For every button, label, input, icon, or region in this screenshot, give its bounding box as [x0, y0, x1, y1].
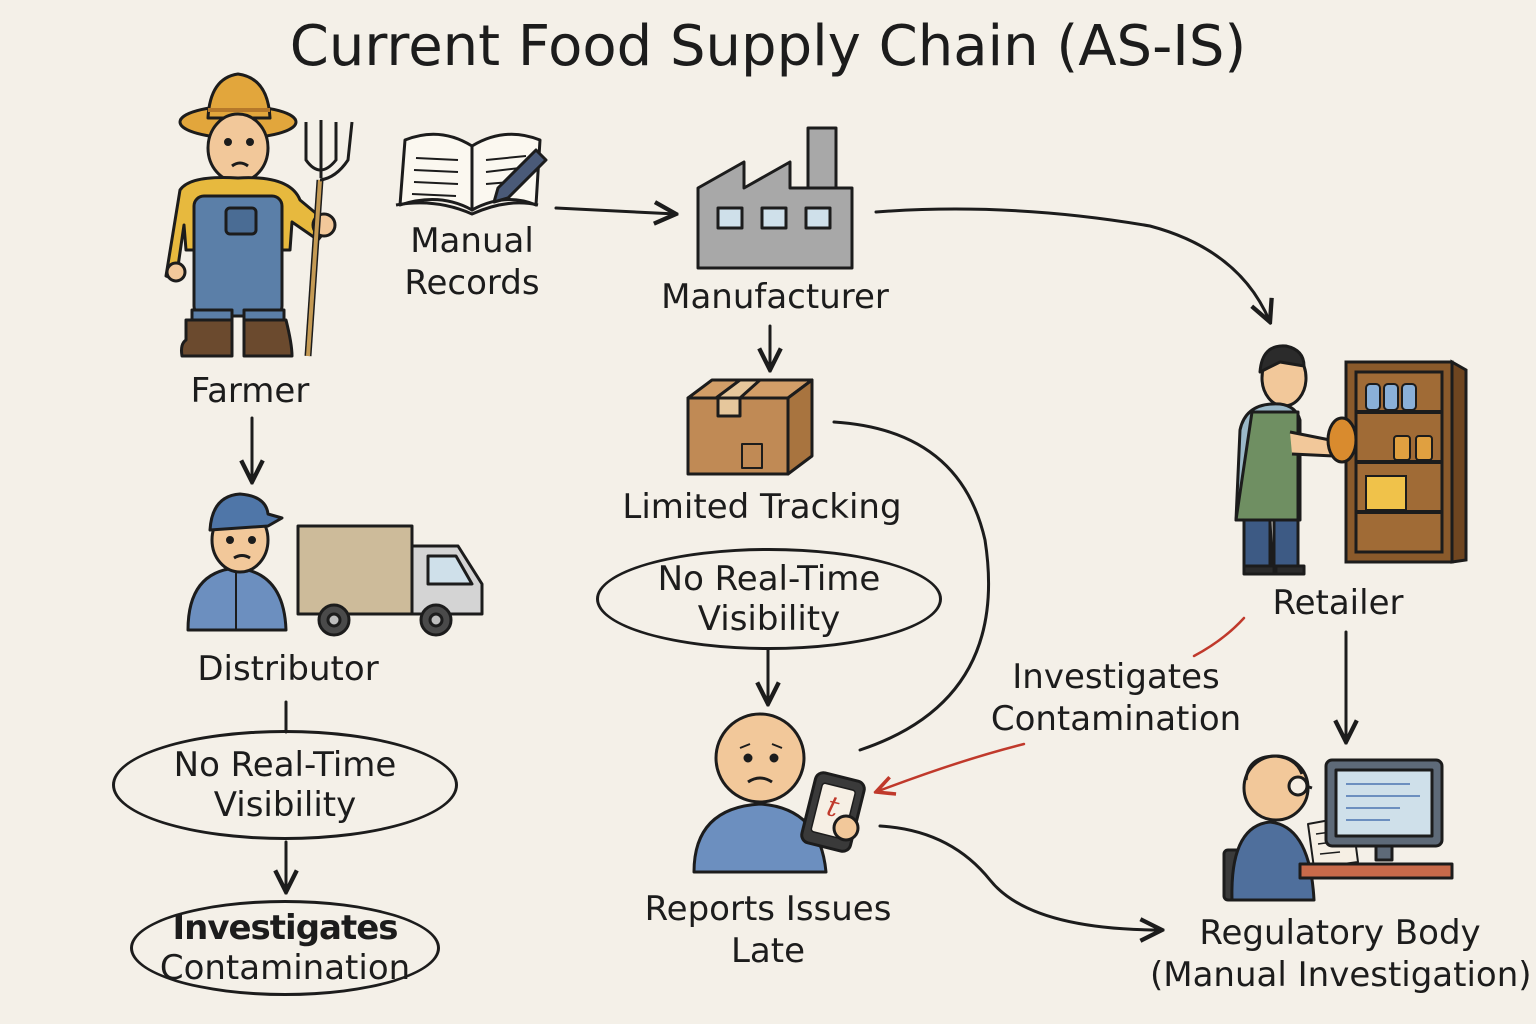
open-book-icon	[395, 132, 548, 216]
arrow-consumer-to-regulator	[878, 824, 1162, 930]
arrow-records-to-manufacturer	[554, 208, 676, 214]
curve-box-to-consumer	[832, 420, 990, 752]
manual-records-line-2: Records	[404, 263, 540, 303]
center-visibility-line-2: Visibility	[697, 599, 841, 639]
farmer-label: Farmer	[190, 371, 310, 411]
flow-arrows	[252, 208, 1346, 930]
red-line-retailer	[1192, 616, 1246, 658]
center-visibility-ellipse: No Real-Time Visibility	[596, 548, 942, 650]
red-arrow-to-consumer	[876, 742, 1026, 792]
regulatory-body-label: Regulatory Body (Manual Investigation)	[1150, 912, 1532, 996]
limited-tracking-label: Limited Tracking	[622, 487, 902, 527]
computer-monitor-icon	[1298, 758, 1454, 880]
farmer-figure	[164, 72, 337, 358]
left-investigates-ellipse: Investigates Contamination	[130, 900, 440, 996]
manual-records-label: Manual Records	[372, 220, 572, 304]
consumer-label: Reports Issues Late	[620, 888, 916, 972]
left-visibility-line-2: Visibility	[213, 785, 357, 825]
distributor-figure	[186, 492, 288, 632]
phone-icon	[800, 771, 866, 853]
cardboard-box-icon	[686, 378, 814, 476]
regulatory-body-line-1: Regulatory Body	[1199, 913, 1481, 953]
retailer-investigates-label: Investigates Contamination	[980, 656, 1252, 740]
truck-icon	[296, 524, 484, 637]
left-investigates-line-1: Investigates	[172, 908, 398, 948]
retailer-investigates-line-1: Investigates	[1012, 657, 1220, 697]
manufacturer-label: Manufacturer	[661, 277, 889, 317]
shopkeeper-figure	[1234, 344, 1358, 576]
retailer-label: Retailer	[1272, 583, 1404, 623]
manual-records-line-1: Manual	[410, 221, 534, 261]
distributor-label: Distributor	[197, 649, 379, 689]
left-investigates-line-2: Contamination	[159, 948, 411, 988]
arrow-manufacturer-to-retailer	[874, 207, 1270, 322]
left-visibility-ellipse: No Real-Time Visibility	[112, 730, 458, 840]
diagram-title: Current Food Supply Chain (AS-IS)	[289, 14, 1247, 79]
retailer-investigates-line-2: Contamination	[990, 699, 1242, 739]
center-visibility-line-1: No Real-Time	[657, 559, 881, 599]
left-visibility-line-1: No Real-Time	[173, 745, 397, 785]
factory-icon	[696, 126, 854, 270]
worried-consumer-figure	[692, 712, 828, 874]
pitchfork-icon	[304, 120, 354, 357]
consumer-label-line-1: Reports Issues	[644, 889, 892, 929]
regulatory-body-line-2: (Manual Investigation)	[1150, 955, 1532, 995]
red-investigation-arrows	[876, 616, 1246, 792]
consumer-label-line-2: Late	[730, 931, 806, 971]
shelf-icon	[1344, 359, 1468, 564]
